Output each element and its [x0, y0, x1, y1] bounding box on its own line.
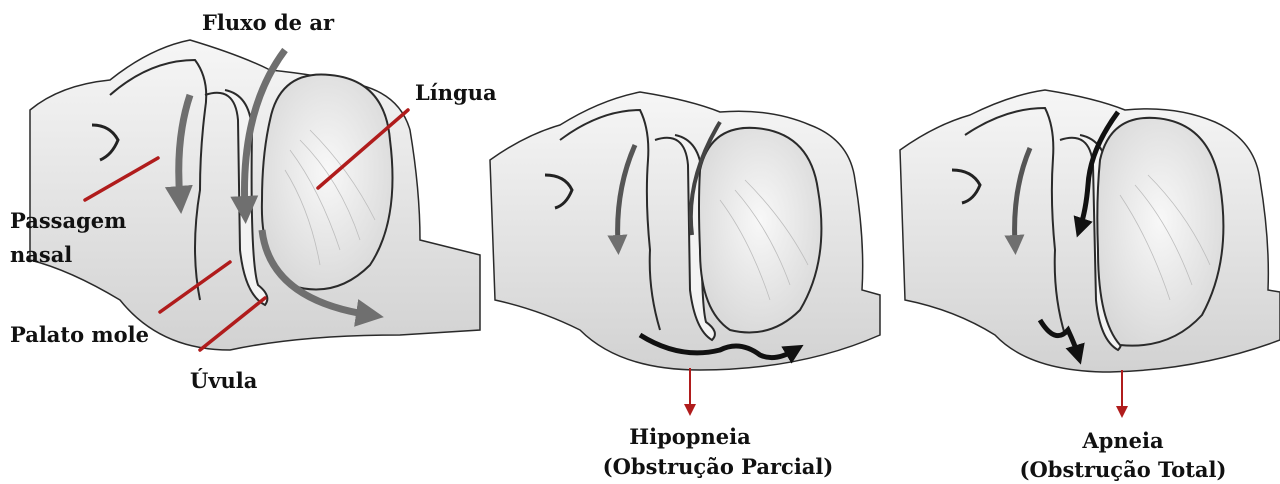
panel-apnea: [900, 90, 1280, 372]
label-soft-palate: Palato mole: [10, 322, 149, 347]
caption-apnea-subtitle: (Obstrução Total): [1020, 457, 1227, 482]
caption-apnea-title: Apneia: [1081, 428, 1164, 453]
caption-hypopnea-subtitle: (Obstrução Parcial): [603, 454, 834, 479]
tongue-shape: [1097, 118, 1223, 346]
label-uvula: Úvula: [190, 368, 258, 393]
label-nasal-line1: Passagem: [10, 208, 126, 233]
tongue-shape: [699, 128, 821, 333]
panel-normal: [30, 40, 480, 350]
label-tongue: Língua: [415, 80, 497, 105]
label-nasal-line2: nasal: [10, 242, 72, 267]
head-tissue: [30, 40, 480, 350]
label-airflow: Fluxo de ar: [202, 10, 335, 35]
caption-hypopnea-title: Hipopneia: [629, 424, 751, 449]
panel-hypopnea: [490, 92, 880, 370]
